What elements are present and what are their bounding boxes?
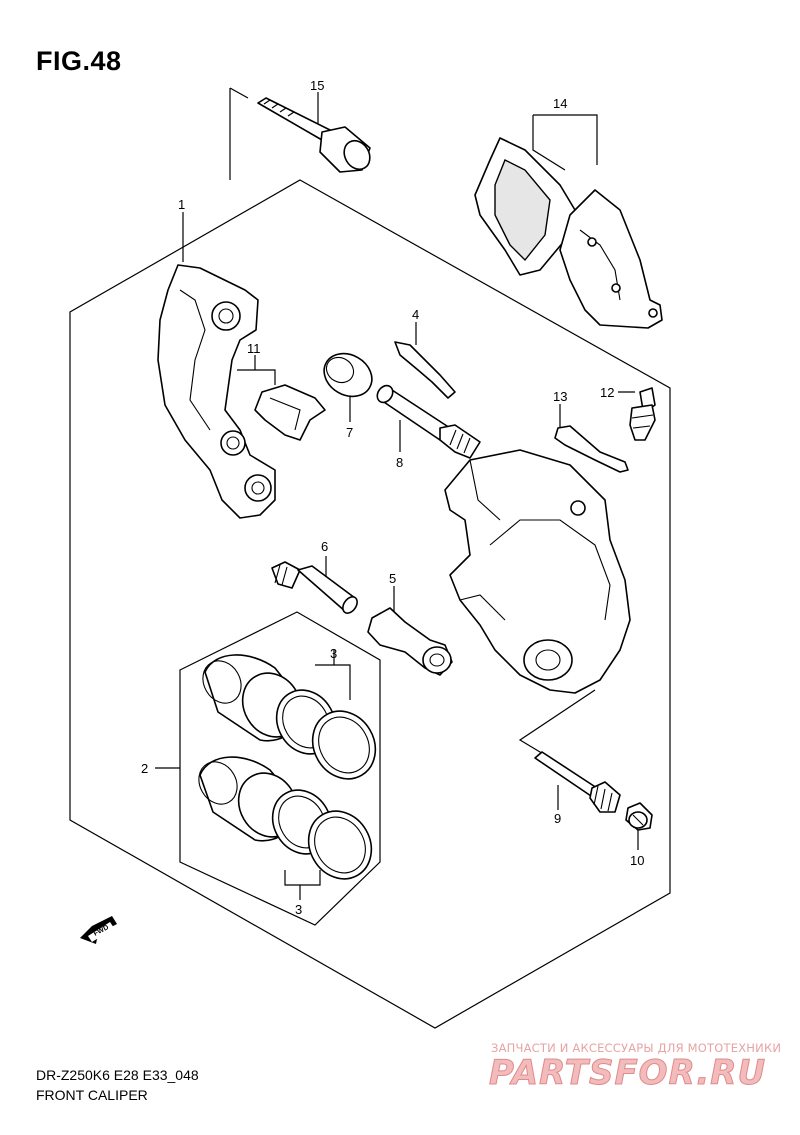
caliper-body	[444, 449, 631, 694]
watermark-subtitle: ЗАПЧАСТИ И АКСЕССУАРЫ ДЛЯ МОТОТЕХНИКИ	[491, 1041, 782, 1055]
part-4-pad-retainer	[394, 341, 456, 399]
part-2-pistons	[198, 654, 303, 842]
part-12-bleeder-valve	[629, 387, 656, 441]
callout-1: 1	[178, 197, 185, 212]
part-14-brake-pads	[474, 137, 663, 329]
watermark-logo: PARTSFOR.RU	[488, 1053, 767, 1094]
part-6-pin-bolt	[271, 561, 358, 614]
part-13-bleeder-cap	[554, 425, 629, 473]
part-10-plug	[625, 802, 653, 831]
callout-8: 8	[396, 455, 403, 470]
leader-lines	[155, 87, 639, 900]
part-7-boot	[323, 352, 373, 398]
fwd-arrow-icon: FWD	[80, 916, 117, 944]
callout-12: 12	[600, 385, 614, 400]
assembly-frame	[69, 179, 671, 1029]
part-8-slide-pin	[376, 384, 481, 459]
part-15-bolt	[257, 97, 371, 173]
callout-5: 5	[389, 571, 396, 586]
figure-title: FIG.48	[36, 46, 122, 76]
part-11-pad-spring	[254, 384, 326, 441]
callout-6: 6	[321, 539, 328, 554]
callout-9: 9	[554, 811, 561, 826]
callout-labels: 1 2 3 3 4 5 6 7 8 9 10 11 12 13 14 15	[141, 78, 644, 917]
part-5-boot	[367, 607, 453, 676]
piston-group-frame	[179, 611, 381, 926]
callout-7: 7	[346, 425, 353, 440]
callout-10: 10	[630, 853, 644, 868]
model-code: DR-Z250K6 E28 E33_048	[36, 1067, 199, 1083]
callout-15: 15	[310, 78, 324, 93]
callout-4: 4	[412, 307, 419, 322]
part-3-seals	[271, 689, 377, 880]
callout-11: 11	[247, 341, 261, 356]
section-name: FRONT CALIPER	[36, 1087, 148, 1103]
part-9-pin	[534, 751, 621, 813]
part-1-caliper-bracket	[157, 264, 276, 519]
callout-13: 13	[553, 389, 567, 404]
callout-2: 2	[141, 761, 148, 776]
callout-3-upper: 3	[330, 646, 337, 661]
callout-14: 14	[553, 96, 567, 111]
callout-3-lower: 3	[295, 902, 302, 917]
